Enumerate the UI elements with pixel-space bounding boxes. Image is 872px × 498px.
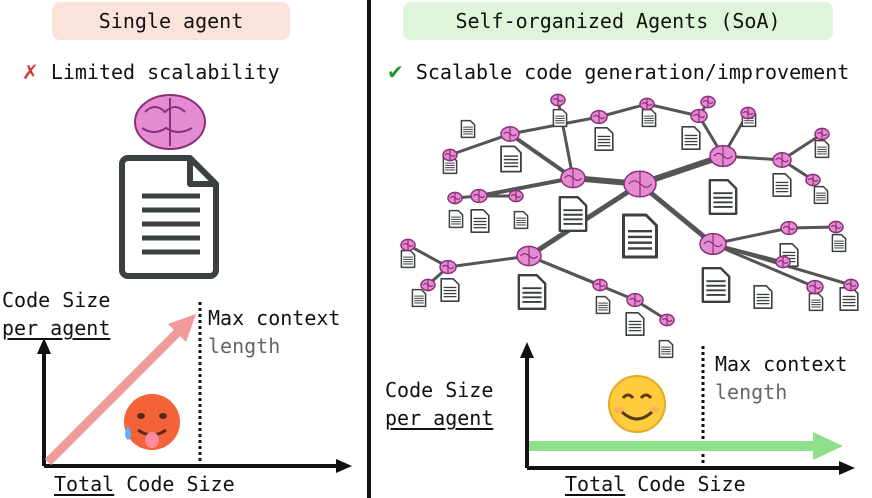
brain-icon [560,167,586,189]
document-icon [831,233,847,253]
brain-icon [623,170,657,198]
network-edge [478,176,574,198]
document-icon [708,179,738,215]
soa-status: ✔ Scalable code generation/improvement [387,60,849,84]
document-icon [595,295,611,315]
document-icon [448,209,464,229]
document-icon [500,145,522,173]
network-edge [508,132,575,180]
document-icon [119,155,219,279]
document-icon [411,288,427,308]
brain-icon [516,245,542,267]
soa-status-text: Scalable code generation/improvement [415,60,850,84]
brain-icon [592,278,608,292]
x-mark-icon: ✗ [22,60,39,84]
hot-face-emoji [124,394,180,450]
agent-network-graph [400,93,859,359]
brain-icon [806,279,824,295]
right-limit-label-line1: Max context [715,352,848,376]
brain-icon [775,255,791,269]
document-icon [701,267,731,303]
single-agent-status-text: Limited scalability [50,60,280,84]
right-y-label-line2: per agent [385,406,494,430]
document-icon [814,139,830,159]
document-icon [513,210,529,230]
document-icon [772,173,792,197]
document-icon [658,339,674,359]
single-agent-title: Single agent [52,2,290,40]
brain-icon [447,191,463,205]
document-icon [622,213,658,259]
document-icon [440,278,460,302]
left-limit-label-line1: Max context [208,306,341,330]
network-edge [638,182,715,246]
brain-icon [814,127,830,141]
document-icon [681,126,701,150]
brain-icon [400,238,416,252]
right-y-label: Code Size per agent [385,376,493,432]
brain-icon [700,95,716,109]
brain-icon [626,292,644,308]
brain-icon [709,144,737,168]
brain-icon [828,220,844,234]
single-agent-graphic [37,94,352,473]
network-edge [712,242,816,289]
document-icon [753,285,773,309]
left-limit-label-line2: length [208,334,281,358]
right-x-label-underlined: Total [565,472,626,496]
document-icon [460,119,476,139]
brain-icon [420,278,436,292]
single-agent-panel: Single agent ✗ Limited scalability [0,0,368,498]
brain-icon [508,189,524,203]
brain-icon [780,220,798,236]
brain-icon [590,109,608,125]
check-mark-icon: ✔ [387,60,404,84]
brain-icon [699,232,727,256]
right-limit-label-line2: length [715,380,788,404]
brain-icon [550,93,566,107]
document-icon [558,196,588,232]
network-edge [528,254,601,287]
panel-divider [367,0,371,498]
document-icon [813,185,829,205]
left-y-label-line1: Code Size [2,288,111,312]
network-edge [646,102,700,118]
brain-icon [805,173,821,187]
brain-icon [500,126,520,142]
brain-icon [659,313,675,327]
right-limit-label: Max context length [715,350,847,406]
right-x-label: Total Code Size [565,470,746,498]
document-icon [517,274,547,310]
brain-icon [442,148,458,162]
network-edge [447,254,530,269]
soa-chart [520,342,855,475]
document-icon [470,209,490,233]
left-x-label-underlined: Total [54,472,115,496]
brain-icon [843,278,859,292]
brain-icon [639,97,655,111]
soa-panel: Self-organized Agents (SoA) ✔ Scalable c… [373,0,872,498]
soa-title: Self-organized Agents (SoA) [403,2,833,40]
left-y-label: Code Size per agent [2,286,110,342]
left-limit-label: Max context length [208,304,340,360]
left-x-label-rest: Code Size [114,472,235,496]
left-x-label: Total Code Size [54,470,235,498]
document-icon [839,287,859,311]
right-x-label-rest: Code Size [625,472,746,496]
brain-icon [772,152,792,168]
left-y-label-line2: per agent [2,316,111,340]
brain-icon [439,259,457,275]
brain-icon [134,94,206,150]
right-y-label-line1: Code Size [385,378,494,402]
increasing-trend-arrow [44,326,184,466]
document-icon [625,312,645,336]
smiling-face-emoji [608,375,666,433]
network-edge [449,132,511,157]
brain-icon [470,188,488,204]
brain-icon [690,108,708,124]
brain-icon [740,106,756,120]
document-icon [552,108,568,128]
single-agent-status: ✗ Limited scalability [22,60,280,84]
document-icon [594,127,614,151]
